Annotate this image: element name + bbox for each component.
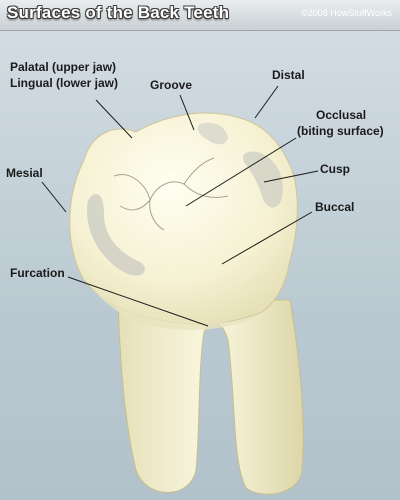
buccal-leader xyxy=(221,211,313,265)
labels: Palatal (upper jaw) Lingual (lower jaw) … xyxy=(6,60,384,280)
label-cusp: Cusp xyxy=(320,162,350,176)
crown-cervical-band xyxy=(86,280,270,330)
mesial-root xyxy=(117,299,304,495)
distal-leader xyxy=(254,85,279,119)
label-mesial: Mesial xyxy=(6,166,43,180)
label-lingual: Lingual (lower jaw) xyxy=(10,76,118,90)
occlusal-leader xyxy=(185,137,297,207)
label-furcation: Furcation xyxy=(10,266,65,280)
label-occlusal: Occlusal xyxy=(316,108,366,122)
mesial-leader xyxy=(41,181,67,213)
groove-leader xyxy=(179,94,195,131)
distal-cusp-shading xyxy=(197,122,228,145)
cusp-shading xyxy=(242,151,283,208)
furcation-leader xyxy=(67,276,209,327)
palatal-leader xyxy=(95,99,133,139)
label-groove: Groove xyxy=(150,78,192,92)
copyright-notice: ©2008 HowStuffWorks xyxy=(301,8,392,18)
tooth-crown xyxy=(69,112,298,330)
label-buccal: Buccal xyxy=(315,200,354,214)
tooth-roots xyxy=(117,299,304,495)
title-bar: Surfaces of the Back Teeth ©2008 HowStuf… xyxy=(0,0,400,31)
occlusal-groove xyxy=(113,157,229,231)
label-palatal: Palatal (upper jaw) xyxy=(10,60,116,74)
label-distal: Distal xyxy=(272,68,305,82)
label-occlusal-sub: (biting surface) xyxy=(297,124,384,138)
diagram-title: Surfaces of the Back Teeth xyxy=(7,3,230,22)
cusp-leader xyxy=(263,170,319,183)
leader-lines xyxy=(41,85,319,327)
mesial-shading xyxy=(87,193,145,276)
